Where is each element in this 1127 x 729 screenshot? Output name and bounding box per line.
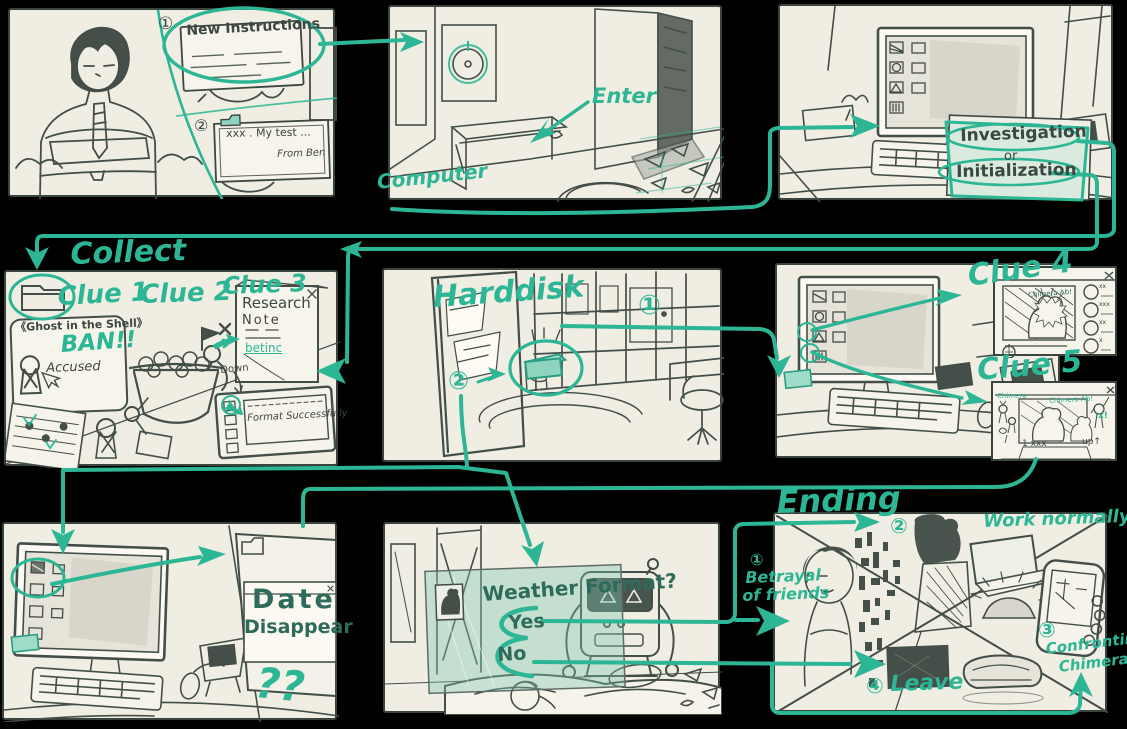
harddisk-badge-1: ① [638, 290, 661, 321]
yes-option: Yes [507, 610, 546, 634]
ending-label: Ending [775, 478, 902, 521]
ending4-label: Leave [889, 669, 964, 697]
ending1-badge: ① [750, 550, 764, 569]
ending4-badge: ④ [866, 674, 884, 698]
clue5-window [991, 381, 1117, 461]
ban-label: BAN!! [59, 326, 138, 358]
clue2-label: Clue 2 [139, 276, 233, 310]
enter-label: Enter [592, 84, 656, 108]
clue5-up: up↑ [1082, 437, 1101, 447]
note-investigation: Investigation [959, 121, 1088, 146]
question-marks: ?? [253, 658, 307, 712]
clue4-comment-1: xx [1099, 283, 1107, 290]
no-option: No [496, 642, 527, 666]
panel-format-dialog [383, 522, 722, 715]
clue1-label: Clue 1 [56, 277, 150, 312]
clue4-comment-4: x [1099, 337, 1103, 344]
collect-label: Collect [69, 232, 187, 272]
card-test-line: xxx . My test ... [225, 125, 311, 140]
badge-1: ① [158, 14, 174, 34]
note-initialization: Initialization [955, 159, 1077, 182]
game-window-sketch [995, 386, 1115, 460]
date-label: Date [252, 584, 336, 615]
clue5-tag: Chimera [997, 392, 1027, 400]
clue5-x: x! [1098, 411, 1108, 421]
ending2-badge: ② [890, 514, 908, 538]
accused-label: Accused [45, 359, 101, 376]
harddisk-badge-2: ② [448, 366, 470, 395]
badge-2: ② [194, 116, 209, 135]
betinc-label: betinc [245, 341, 283, 355]
clue5-count: 1 xxx [1022, 439, 1047, 449]
ending2-label: Work normally [982, 505, 1127, 532]
research-label: Research [242, 294, 311, 312]
research-note-label: Note [242, 313, 281, 328]
card-from-ben: From Ben [276, 147, 326, 160]
panel-intro [8, 8, 337, 199]
bedroom-sketch [385, 525, 722, 715]
clues-sketch [6, 273, 340, 468]
clue5-label: Clue 5 [975, 343, 1084, 388]
character-sketch [15, 10, 337, 199]
disappear-label: Disappear [244, 616, 353, 638]
clue4-comment-3: xx [1099, 319, 1107, 326]
clue4-comment-2: xxx [1099, 301, 1110, 308]
ending3-badge: ③ [1038, 618, 1056, 642]
ending1-line2: of friends [741, 582, 830, 605]
